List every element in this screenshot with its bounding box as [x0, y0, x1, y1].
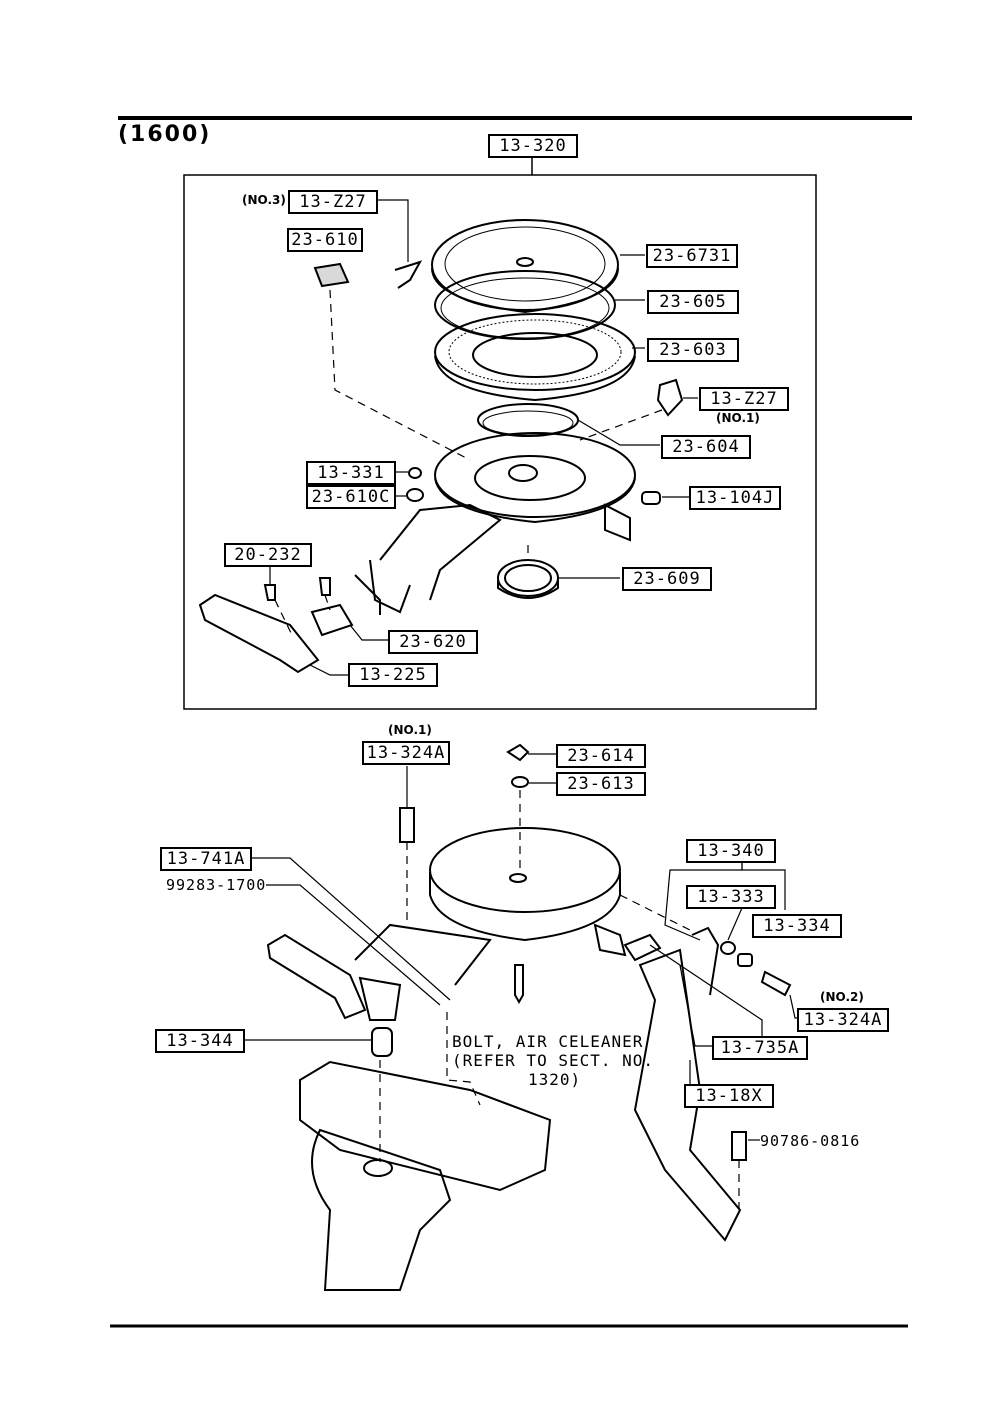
duct-13-225	[198, 593, 320, 674]
grommet-23-610c	[406, 488, 424, 502]
bracket-23-620	[310, 603, 354, 637]
label-13-324a-no1: 13-324A	[362, 741, 450, 765]
clip-no3	[394, 260, 423, 289]
note-no3: (NO.3)	[242, 193, 286, 207]
air-cleaner-housing	[354, 432, 636, 615]
clip-no1	[656, 378, 684, 417]
grommet-13-333	[720, 941, 736, 955]
bolt-air-cleaner	[514, 964, 524, 1005]
assembly-frame	[183, 174, 817, 710]
label-13-333: 13-333	[686, 885, 776, 909]
cap-13-334	[737, 953, 753, 967]
spacer-13-344	[371, 1027, 393, 1057]
label-13-735a: 13-735A	[712, 1036, 808, 1060]
hose-13-340	[691, 926, 720, 996]
washer-23-613	[511, 776, 529, 788]
label-23-609: 23-609	[622, 567, 712, 591]
model-header: (1600)	[118, 122, 212, 147]
bolt-13-324a-no2	[760, 970, 792, 997]
gasket	[477, 403, 579, 437]
filter-element	[434, 313, 636, 402]
label-23-604: 23-604	[661, 435, 751, 459]
label-23-614: 23-614	[556, 744, 646, 768]
label-13-320: 13-320	[488, 134, 578, 158]
label-13-344: 13-344	[155, 1029, 245, 1053]
cap-13-104j	[641, 491, 661, 505]
label-13-324a-no2: 13-324A	[797, 1008, 889, 1032]
part-number-90786-0816: 90786-0816	[760, 1132, 861, 1150]
seal-ring	[434, 270, 616, 340]
wing-nut-23-614	[506, 743, 530, 762]
note-no2: (NO.2)	[820, 990, 864, 1004]
bolt-note-line3: 1320)	[528, 1070, 582, 1089]
label-20-232: 20-232	[224, 543, 312, 567]
label-23-603: 23-603	[647, 338, 739, 362]
bolt-23-620	[318, 577, 331, 596]
bolt-note-line2: (REFER TO SECT. NO.	[452, 1051, 655, 1070]
intake-gasket-ring	[497, 559, 559, 599]
label-23-610: 23-610	[287, 228, 363, 252]
engine-body	[311, 1128, 452, 1291]
bolt-20-232	[263, 584, 276, 601]
label-23-610c: 23-610C	[306, 485, 396, 509]
filter-pad	[313, 262, 350, 288]
assembled-air-cleaner	[266, 827, 627, 1021]
label-13-334: 13-334	[752, 914, 842, 938]
label-13-z27-no1: 13-Z27	[699, 387, 789, 411]
label-13-225: 13-225	[348, 663, 438, 687]
carburetor-base	[299, 1060, 552, 1192]
label-13-741a: 13-741A	[160, 847, 252, 871]
note-no1-upper: (NO.1)	[716, 411, 760, 425]
bolt-90786	[731, 1131, 747, 1161]
note-no1-lower: (NO.1)	[388, 723, 432, 737]
label-23-6731: 23-6731	[646, 244, 738, 268]
label-23-620: 23-620	[388, 630, 478, 654]
label-23-605: 23-605	[647, 290, 739, 314]
air-cleaner-cover	[431, 219, 619, 314]
label-23-613: 23-613	[556, 772, 646, 796]
label-13-z27-no3: 13-Z27	[288, 190, 378, 214]
bolt-13-324a-no1	[399, 807, 415, 843]
label-13-104j: 13-104J	[689, 486, 781, 510]
label-13-331: 13-331	[306, 461, 396, 485]
clamp-13-735a	[623, 933, 662, 962]
nut-13-331	[408, 467, 422, 479]
label-13-18x: 13-18X	[684, 1084, 774, 1108]
label-13-340: 13-340	[686, 839, 776, 863]
part-number-99283-1700: 99283-1700	[166, 876, 267, 894]
bolt-note-line1: BOLT, AIR CELEANER	[452, 1032, 644, 1051]
